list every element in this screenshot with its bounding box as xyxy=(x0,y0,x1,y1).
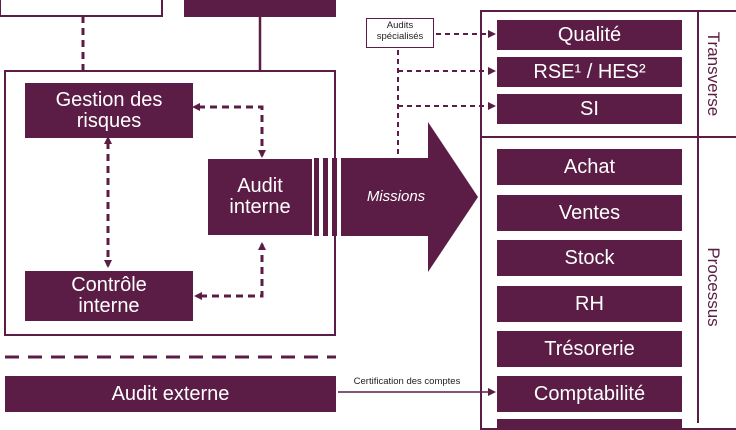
transverse-label: Transverse xyxy=(704,31,723,117)
ventes-box: Ventes xyxy=(497,195,682,231)
controle-interne-box: Contrôle interne xyxy=(25,271,193,321)
audit-interne-box: Audit interne xyxy=(208,159,312,235)
controle-audit-link xyxy=(194,242,266,300)
processus-label: Processus xyxy=(704,247,723,327)
certification-label: Certification des comptes xyxy=(353,376,461,387)
rh-box: RH xyxy=(497,286,682,322)
audits-specialises-label: Audits spécialisés xyxy=(366,18,434,48)
gestion-des-risques-box: Gestion des risques xyxy=(25,83,193,138)
qualite-box: Qualité xyxy=(497,20,682,50)
cut-off-process-box xyxy=(497,419,682,429)
risques-audit-link xyxy=(192,103,266,158)
missions-label: Missions xyxy=(366,188,426,205)
rse-hes-box: RSE¹ / HES² xyxy=(497,57,682,87)
si-box: SI xyxy=(497,94,682,124)
top-box-right xyxy=(184,0,336,17)
stock-box: Stock xyxy=(497,240,682,276)
tresorerie-box: Trésorerie xyxy=(497,331,682,367)
top-box-left xyxy=(0,0,163,17)
comptabilite-box: Comptabilité xyxy=(497,376,682,412)
audit-externe-box: Audit externe xyxy=(5,376,336,412)
achat-box: Achat xyxy=(497,149,682,185)
internal-frame xyxy=(4,70,336,336)
